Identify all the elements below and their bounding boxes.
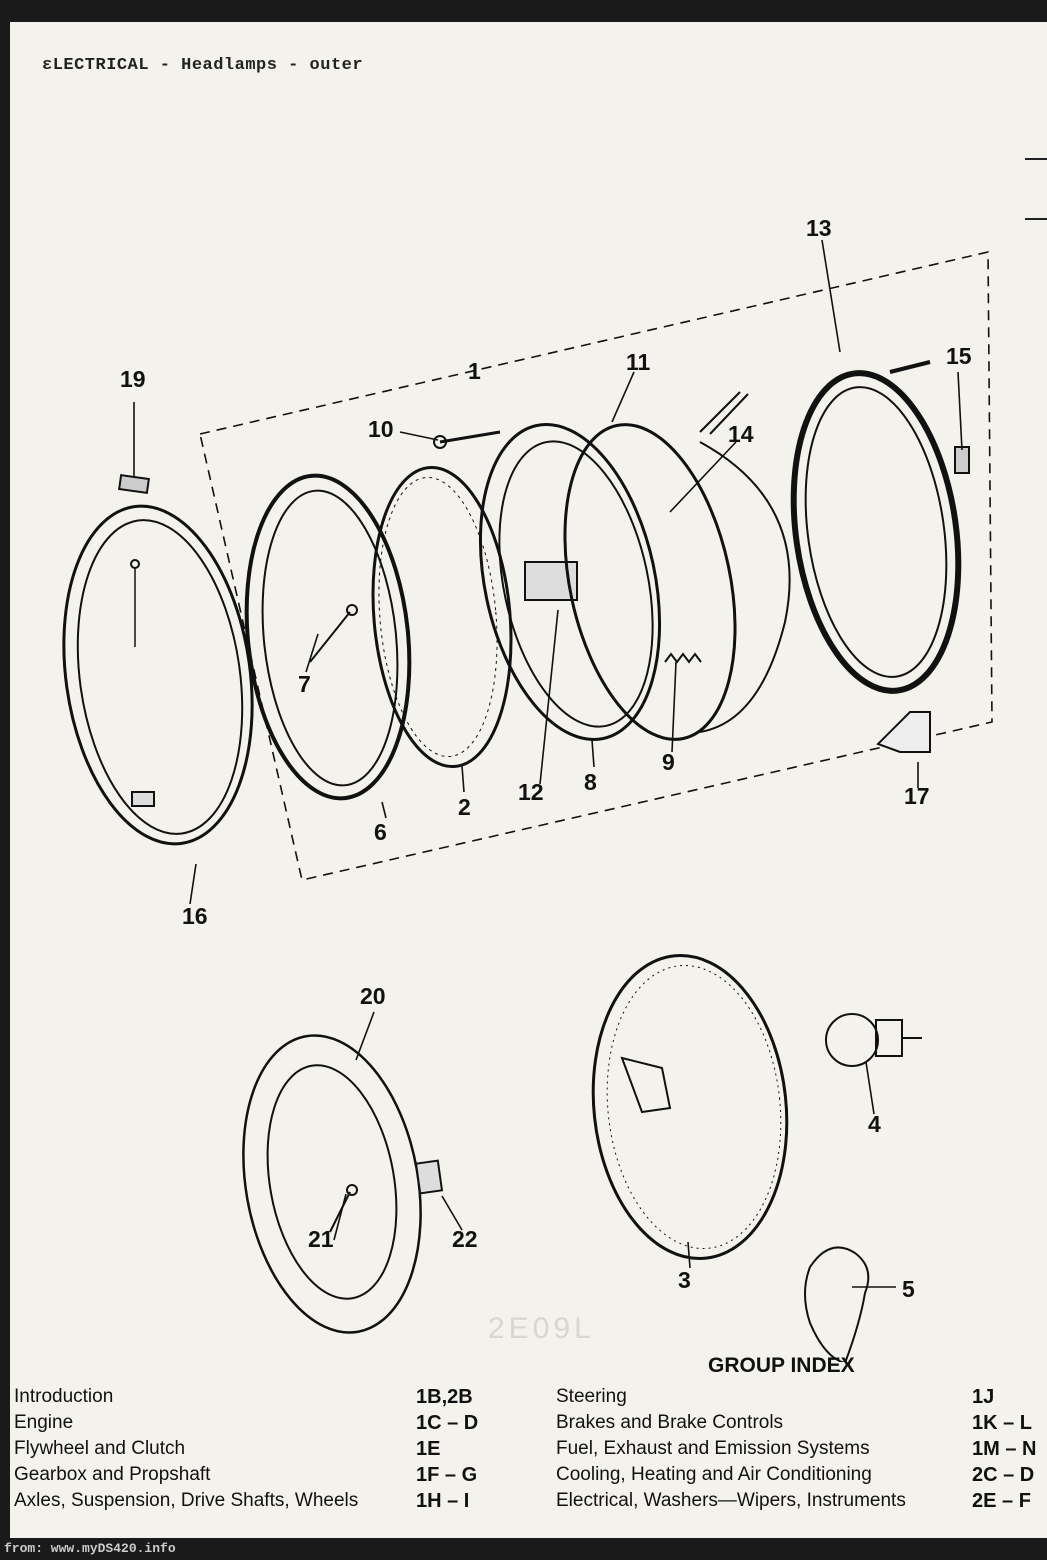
group-index-right: Steering 1J Brakes and Brake Controls 1K –… (556, 1384, 1046, 1514)
callout-3: 3 (678, 1267, 691, 1293)
callout-2: 2 (458, 794, 471, 820)
index-code: 2E – F (972, 1489, 1031, 1512)
index-name: Fuel, Exhaust and Emission Systems (556, 1438, 870, 1459)
edge-mark (1025, 218, 1047, 220)
group-index-title: GROUP INDEX (708, 1354, 855, 1377)
callout-9: 9 (662, 749, 675, 775)
headlamp-unit-3 (591, 953, 789, 1261)
index-name: Electrical, Washers—Wipers, Instruments (556, 1490, 906, 1511)
index-name: Axles, Suspension, Drive Shafts, Wheels (14, 1490, 359, 1511)
clip-19 (118, 473, 150, 495)
callout-17: 17 (904, 783, 930, 809)
index-name: Introduction (14, 1386, 114, 1407)
mounting-ring-20 (242, 1034, 422, 1334)
document-page: ɛLECTRICAL - Headlamps - outer (10, 22, 1047, 1538)
screw-10 (433, 430, 501, 449)
headlamp-bowl (563, 391, 791, 741)
callout-22: 22 (452, 1226, 478, 1252)
index-code: 1H – I (416, 1489, 470, 1512)
sealed-beam-2 (371, 465, 513, 769)
source-footer[interactable]: from: www.myDS420.info (4, 1541, 176, 1556)
index-name: Steering (556, 1386, 627, 1407)
index-row[interactable]: Engine 1C – D (14, 1410, 504, 1436)
index-code: 1J (972, 1385, 995, 1408)
index-code: 1E (416, 1437, 441, 1460)
bracket-17 (876, 711, 931, 753)
callout-6: 6 (374, 819, 387, 845)
callout-5: 5 (902, 1276, 915, 1302)
index-name: Engine (14, 1412, 74, 1433)
index-name: Cooling, Heating and Air Conditioning (556, 1464, 872, 1485)
index-row[interactable]: Axles, Suspension, Drive Shafts, Wheels 1… (14, 1488, 504, 1514)
index-code: 1B,2B (416, 1385, 473, 1408)
assembly-boundary (199, 250, 993, 881)
callout-1: 1 (468, 358, 481, 384)
index-row[interactable]: Fuel, Exhaust and Emission Systems 1M – N (556, 1436, 1046, 1462)
index-code: 1M – N (972, 1437, 1037, 1460)
gasket-5 (804, 1246, 870, 1362)
index-code: 2C – D (972, 1463, 1035, 1486)
index-row[interactable]: Cooling, Heating and Air Conditioning 2C … (556, 1462, 1046, 1488)
callout-16: 16 (182, 903, 208, 929)
index-code: 1C – D (416, 1411, 479, 1434)
callout-19: 19 (120, 366, 146, 392)
callout-14: 14 (728, 421, 754, 447)
gasket-13 (790, 360, 962, 694)
callout-20: 20 (360, 983, 386, 1009)
callout-10: 10 (368, 416, 394, 442)
callout-21: 21 (308, 1226, 334, 1252)
callout-13: 13 (806, 215, 832, 241)
callout-4: 4 (868, 1111, 881, 1137)
index-row[interactable]: Flywheel and Clutch 1E (14, 1436, 504, 1462)
stamp-code: 2E09L (488, 1312, 595, 1345)
bulb-4 (825, 1013, 922, 1067)
callout-11: 11 (626, 349, 651, 375)
index-code: 1K – L (972, 1411, 1033, 1434)
index-row[interactable]: Electrical, Washers—Wipers, Instruments 2… (556, 1488, 1046, 1514)
index-row[interactable]: Steering 1J (556, 1384, 1046, 1410)
index-name: Flywheel and Clutch (14, 1438, 186, 1459)
screw-21 (329, 1184, 358, 1233)
index-row[interactable]: Brakes and Brake Controls 1K – L (556, 1410, 1046, 1436)
callout-8: 8 (584, 769, 597, 795)
edge-mark (1025, 158, 1047, 160)
index-row[interactable]: Gearbox and Propshaft 1F – G (14, 1462, 504, 1488)
outer-rim-16 (62, 504, 254, 846)
spring-9 (664, 652, 702, 664)
callout-7: 7 (298, 671, 311, 697)
clip-15 (954, 446, 970, 474)
index-name: Gearbox and Propshaft (14, 1464, 211, 1485)
callout-12: 12 (518, 779, 544, 805)
exploded-parts-diagram: 19 16 7 6 2 12 8 9 10 1 11 14 13 15 17 2… (62, 215, 993, 1362)
clip-22 (414, 1159, 444, 1195)
group-index-left: Introduction 1B,2B Engine 1C – D Flywheel … (14, 1384, 504, 1514)
callout-15: 15 (946, 343, 972, 369)
index-row[interactable]: Introduction 1B,2B (14, 1384, 504, 1410)
retaining-rim-6 (244, 473, 412, 801)
leader-lines (133, 239, 963, 1288)
page-title: ɛLECTRICAL - Headlamps - outer (42, 56, 364, 75)
index-code: 1F – G (416, 1463, 478, 1486)
index-name: Brakes and Brake Controls (556, 1412, 784, 1433)
